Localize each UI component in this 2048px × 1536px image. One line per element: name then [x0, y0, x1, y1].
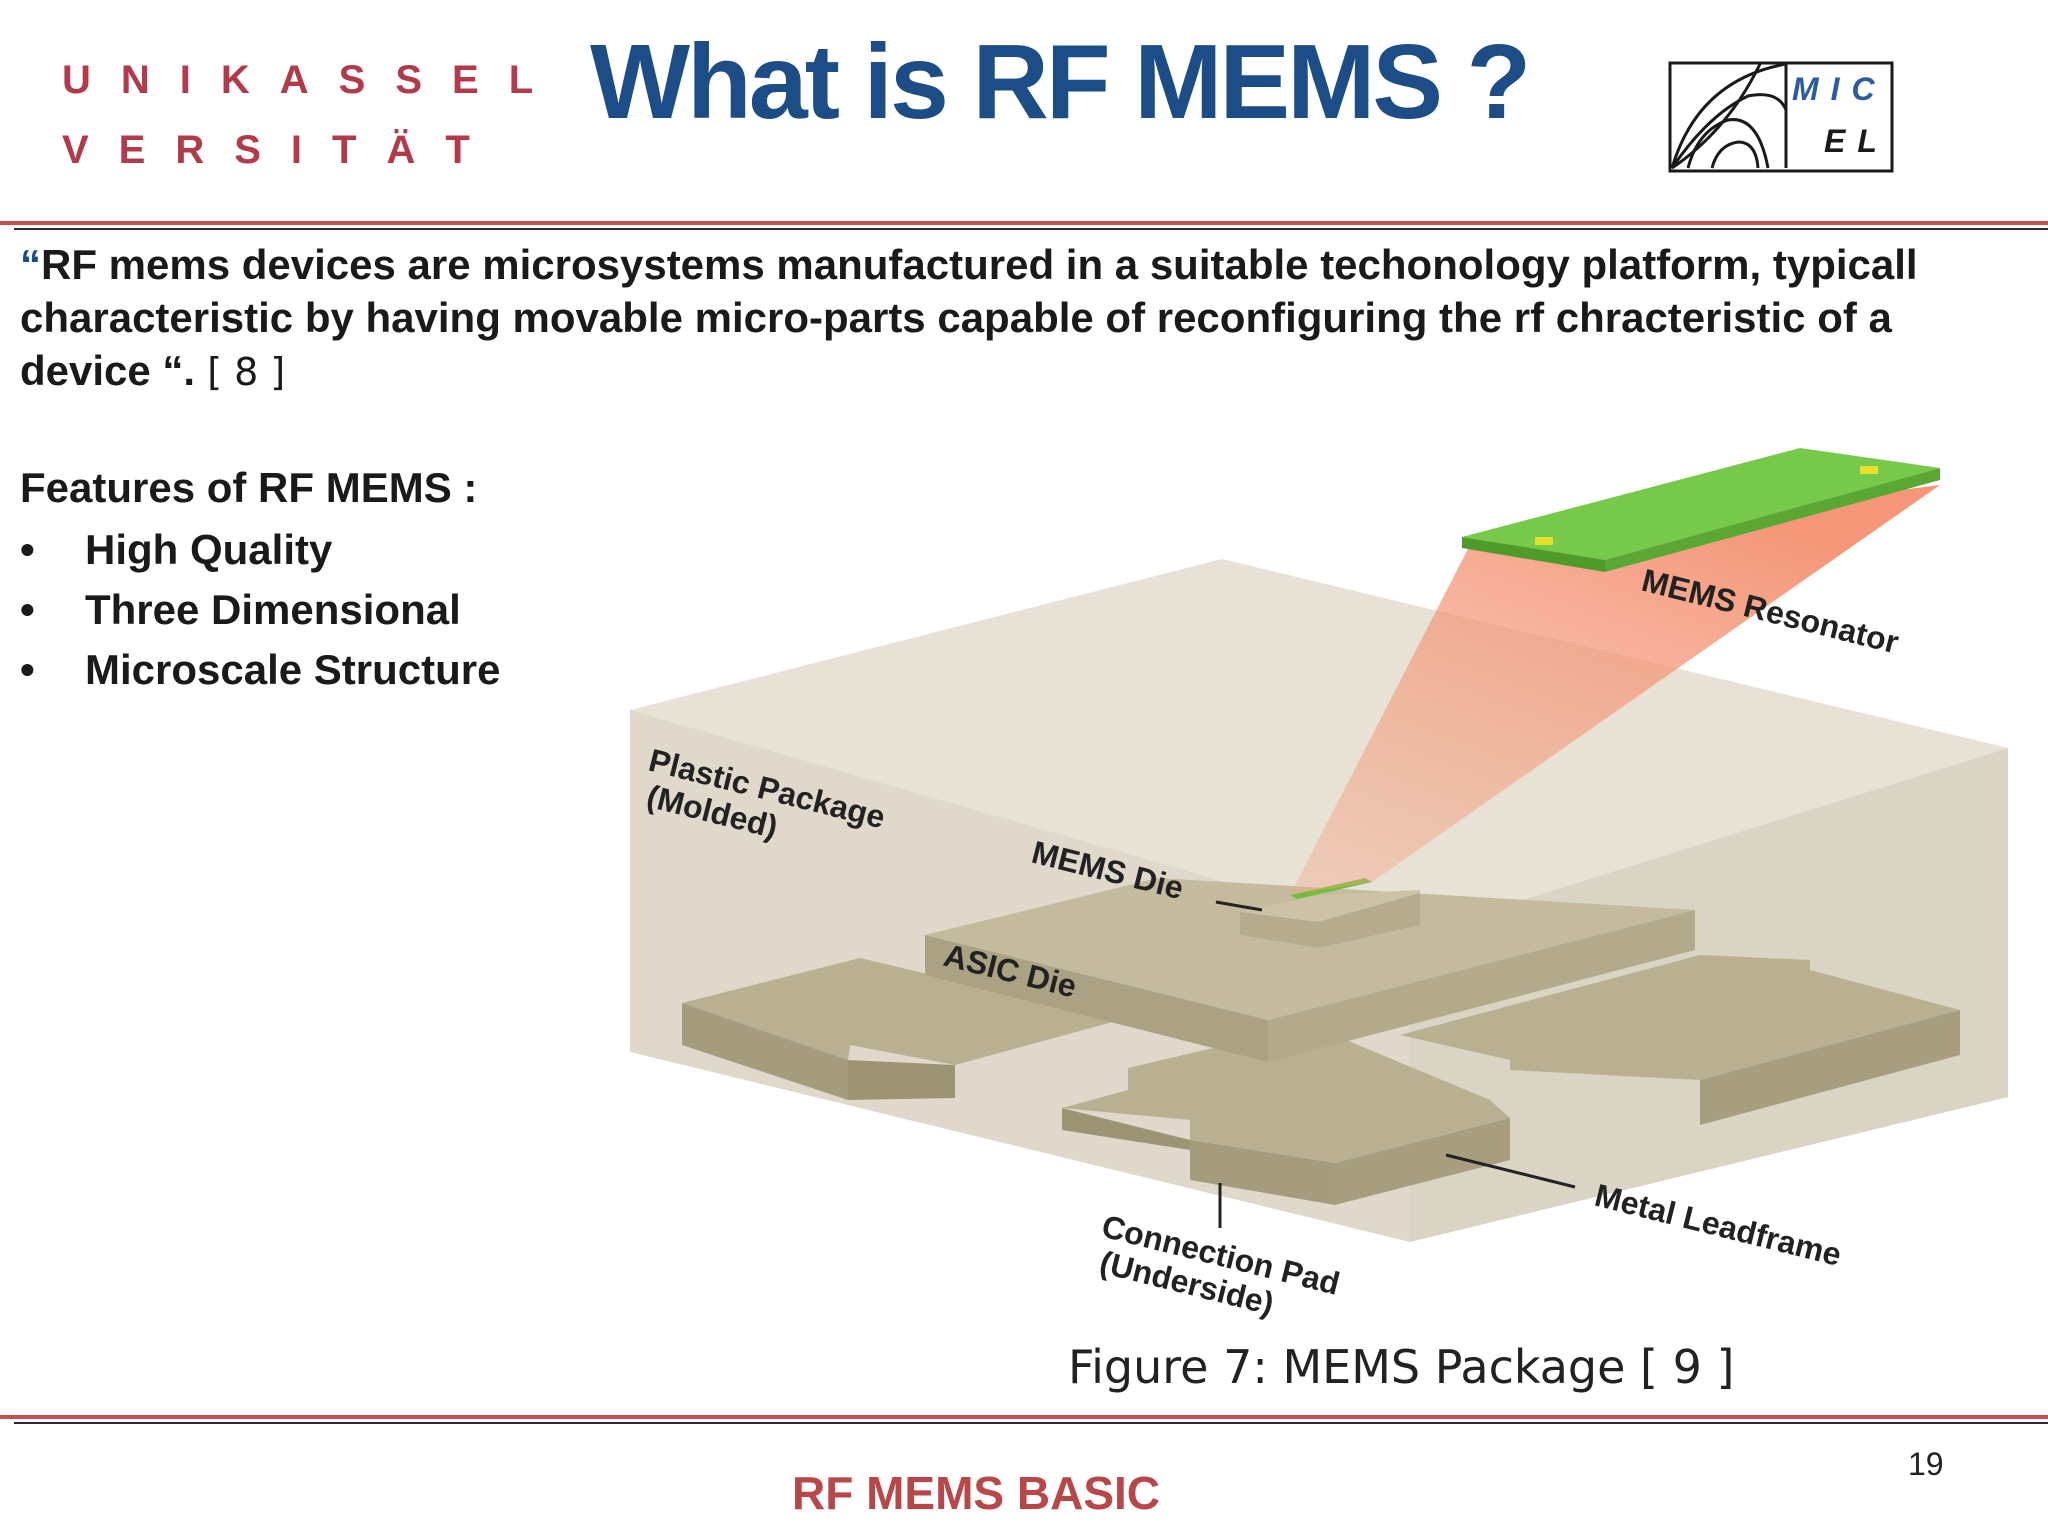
leadframe-leader-line	[1445, 1153, 1576, 1189]
leadframe-center-side2	[1062, 1108, 1190, 1150]
bullet-icon: •	[20, 646, 35, 693]
footer-title: RF MEMS BASIC	[792, 1467, 1160, 1519]
university-logo-line1: UNIKASSEL	[62, 58, 564, 102]
bullet-icon: •	[20, 526, 35, 573]
features-list: • High Quality • Three Dimensional • Micros…	[20, 520, 501, 700]
micel-logo-line2: EL	[1824, 123, 1889, 159]
university-logo: UNIKASSEL VERSITÄT	[62, 60, 563, 170]
leadframe-right-side	[1700, 1010, 1960, 1125]
leadframe-right-top	[1400, 955, 1960, 1080]
quote-text: RF mems devices are microsystems manufac…	[20, 241, 1918, 394]
mems-package-illustration: MEMS Resonator Plastic Package (Molded) …	[630, 448, 2008, 1322]
leadframe-center-side3	[1335, 1118, 1510, 1205]
footer-divider-red	[0, 1415, 2048, 1419]
header-divider-red	[0, 221, 2048, 225]
asic-die-top	[925, 878, 1695, 1020]
plastic-package-top	[630, 559, 2008, 935]
mems-resonator-side2	[1605, 468, 1940, 572]
list-item: • High Quality	[20, 520, 501, 580]
definition-quote: “RF mems devices are microsystems manufa…	[20, 238, 2010, 399]
list-item: • Microscale Structure	[20, 640, 501, 700]
asic-die-left-face	[925, 935, 1268, 1062]
leadframe-left-side2	[848, 1060, 955, 1100]
leadframe-left-side	[682, 1003, 848, 1100]
page-number: 19	[1908, 1446, 1944, 1482]
mems-resonator-side	[1462, 537, 1605, 572]
asic-die-right-face	[1268, 910, 1695, 1062]
mems-resonator-top	[1462, 448, 1940, 560]
header-divider-black	[14, 228, 2048, 230]
micel-logo: MIC EL	[1668, 61, 1894, 173]
leadframe-center-side	[1190, 1140, 1335, 1205]
quote-open-mark: “	[20, 241, 41, 288]
features-heading: Features of RF MEMS :	[20, 464, 478, 511]
resonator-contact-pad	[1860, 466, 1878, 474]
projection-cone	[1290, 485, 1940, 895]
leadframe-center-top	[1062, 1025, 1510, 1163]
mems-die-leader-line	[1215, 900, 1263, 912]
micel-logo-line1: MIC	[1792, 71, 1887, 107]
mems-die-body	[1240, 893, 1420, 948]
figure-caption: Figure 7: MEMS Package [ 9 ]	[1068, 1340, 1735, 1394]
slide-title: What is RF MEMS ?	[590, 23, 1531, 141]
feature-label: Microscale Structure	[85, 646, 501, 693]
feature-label: Three Dimensional	[85, 586, 461, 633]
mems-die-top	[1240, 890, 1420, 922]
leadframe-left-top	[682, 958, 1120, 1065]
metal-leadframe-label: Metal Leadframe	[1591, 1177, 1845, 1273]
footer-divider-black	[14, 1422, 2048, 1424]
feature-label: High Quality	[85, 526, 333, 573]
quote-reference: [ 8 ]	[195, 350, 286, 394]
resonator-contact-pad	[1535, 537, 1553, 545]
bullet-icon: •	[20, 586, 35, 633]
university-logo-line2: VERSITÄT	[62, 128, 500, 172]
list-item: • Three Dimensional	[20, 580, 501, 640]
